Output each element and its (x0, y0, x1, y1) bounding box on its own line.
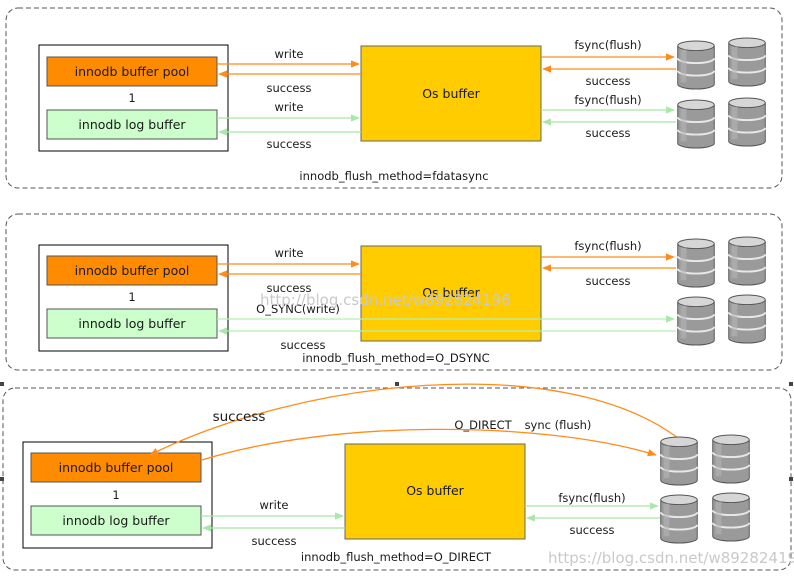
log-buffer-label: innodb log buffer (78, 117, 186, 132)
buffer-pool-label: innodb buffer pool (75, 263, 190, 278)
sync-flush-label: sync (flush) (525, 418, 592, 432)
disk-icon (727, 37, 767, 87)
write-label: write (260, 498, 289, 512)
flush-method-label: innodb_flush_method=O_DIRECT (301, 550, 492, 564)
fsync-label: fsync(flush) (558, 491, 625, 505)
disk-icon (659, 494, 699, 544)
disk-icon (676, 40, 716, 90)
disk-icon (727, 236, 767, 286)
os-buffer-label: Os buffer (406, 483, 464, 498)
count-label: 1 (128, 290, 135, 304)
watermark-text: http://blog.csdn.net/w892824196 (260, 291, 511, 309)
success-label: success (586, 126, 631, 140)
disk-icon (676, 296, 716, 346)
success-label: success (267, 281, 312, 295)
write-label: write (275, 100, 304, 114)
odirect-label: O_DIRECT (454, 418, 512, 432)
innodb-buffer-pool-box (30, 452, 202, 483)
os-buffer-label: Os buffer (422, 285, 480, 300)
fsync-label: fsync(flush) (574, 239, 641, 253)
odirect-curve-arrow (201, 428, 657, 461)
disk-icon (727, 97, 767, 147)
disk-icon (711, 492, 751, 542)
write-label: write (275, 47, 304, 61)
buffer-pool-label: innodb buffer pool (75, 64, 190, 79)
panel-o-dsync: innodb buffer pool 1 innodb log buffer O… (5, 213, 783, 371)
disk-icon (676, 238, 716, 288)
innodb-buffer-pool-box (46, 255, 218, 286)
success-label: success (570, 523, 615, 537)
success-label: success (252, 534, 297, 548)
count-label: 1 (128, 91, 135, 105)
buffer-pool-label: innodb buffer pool (59, 460, 174, 475)
os-buffer-box (344, 443, 526, 540)
os-buffer-label: Os buffer (422, 86, 480, 101)
flush-method-label: innodb_flush_method=O_DSYNC (302, 351, 489, 365)
panel-o-direct: innodb buffer pool 1 innodb log buffer O… (0, 382, 794, 571)
disk-icon (727, 294, 767, 344)
success-label: success (281, 338, 326, 352)
success-curve-arrow (149, 383, 679, 456)
disk-icon (711, 434, 751, 484)
success-label: success (586, 274, 631, 288)
innodb-log-buffer-box (46, 109, 218, 140)
flush-method-label: innodb_flush_method=fdatasync (299, 169, 488, 183)
disk-icon (659, 436, 699, 486)
log-buffer-label: innodb log buffer (62, 513, 170, 528)
count-label: 1 (112, 488, 119, 502)
os-buffer-box (360, 45, 542, 142)
success-label: success (267, 137, 312, 151)
panel-fdatasync: innodb buffer pool 1 innodb log buffer O… (5, 7, 783, 189)
watermark-text: https://blog.csdn.net/w892824196 (548, 549, 794, 567)
success-label: success (586, 74, 631, 88)
success-label: success (213, 409, 266, 425)
os-buffer-box (360, 245, 542, 342)
log-buffer-label: innodb log buffer (78, 316, 186, 331)
innodb-log-buffer-box (30, 505, 202, 536)
write-label: write (275, 246, 304, 260)
fsync-label: fsync(flush) (574, 38, 641, 52)
innodb-buffer-pool-box (46, 56, 218, 87)
fsync-label: fsync(flush) (574, 93, 641, 107)
disk-icon (676, 99, 716, 149)
innodb-log-buffer-box (46, 308, 218, 339)
osync-label: O_SYNC(write) (256, 302, 340, 316)
success-label: success (267, 81, 312, 95)
